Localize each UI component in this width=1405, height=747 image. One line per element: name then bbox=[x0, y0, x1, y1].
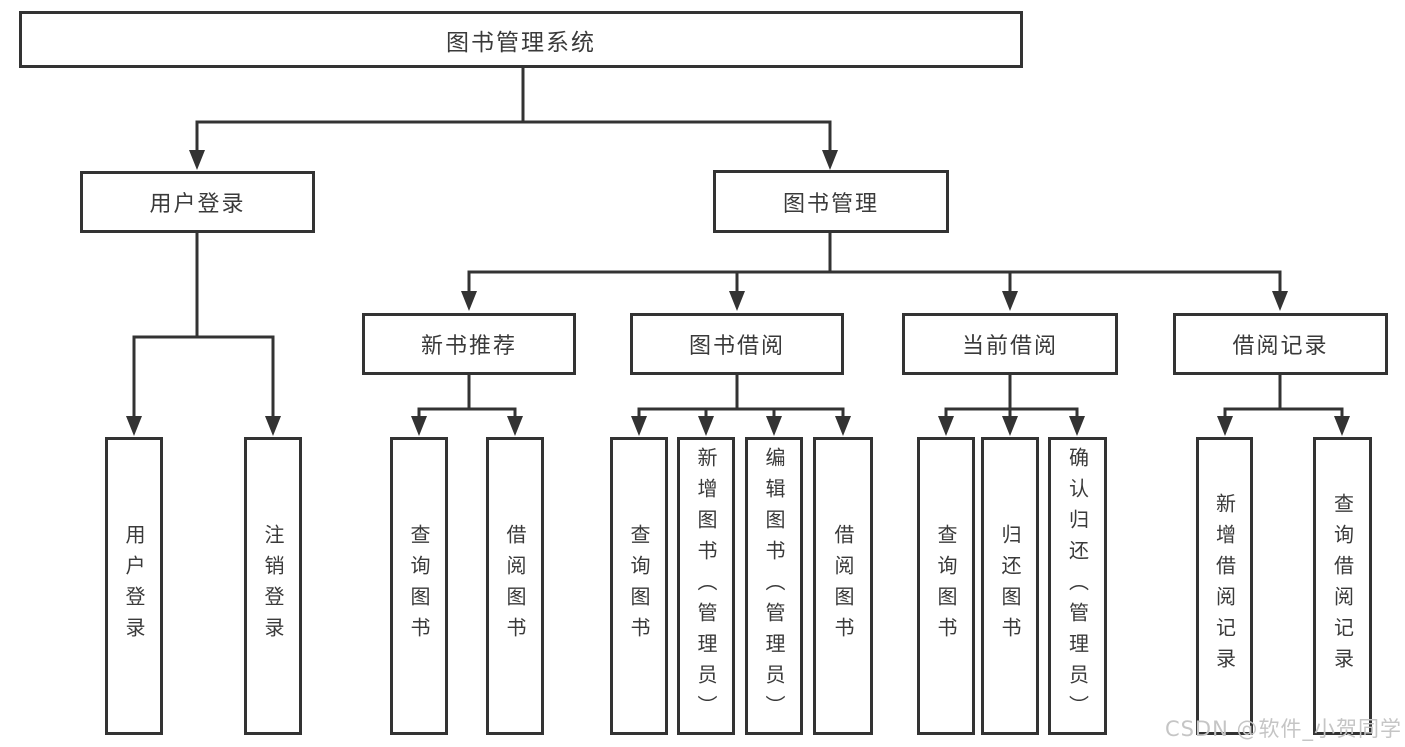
leaf-logout: 注销登录 bbox=[244, 437, 302, 735]
leaf-borrow-books-recommend: 借阅图书 bbox=[486, 437, 544, 735]
node-label: 当前借阅 bbox=[961, 334, 1058, 359]
node-label: 查询借阅记录 bbox=[1330, 493, 1355, 679]
node-label: 编辑图书（管理员） bbox=[762, 446, 786, 726]
node-label: 查询图书 bbox=[934, 524, 958, 648]
leaf-query-books-borrow: 查询图书 bbox=[610, 437, 668, 735]
node-user-login: 用户登录 bbox=[80, 171, 315, 233]
node-label: 图书借阅 bbox=[688, 334, 785, 359]
node-book-management: 图书管理 bbox=[713, 170, 949, 233]
leaf-confirm-return-admin: 确认归还（管理员） bbox=[1048, 437, 1107, 735]
leaf-add-borrow-record: 新增借阅记录 bbox=[1196, 437, 1253, 735]
leaf-user-login: 用户登录 bbox=[105, 437, 163, 735]
node-book-borrowing: 图书借阅 bbox=[630, 313, 844, 375]
node-label: 用户登录 bbox=[149, 192, 246, 217]
node-label: 借阅图书 bbox=[503, 524, 527, 648]
node-label: 确认归还（管理员） bbox=[1065, 446, 1090, 726]
leaf-return-books: 归还图书 bbox=[981, 437, 1039, 735]
node-label: 用户登录 bbox=[122, 524, 146, 648]
node-label: 查询图书 bbox=[627, 524, 651, 648]
node-label: 图书管理系统 bbox=[446, 29, 596, 56]
node-new-book-recommend: 新书推荐 bbox=[362, 313, 576, 375]
leaf-query-books-current: 查询图书 bbox=[917, 437, 975, 735]
node-library-management-system: 图书管理系统 bbox=[19, 11, 1023, 68]
leaf-query-borrow-record: 查询借阅记录 bbox=[1313, 437, 1372, 735]
node-current-borrowing: 当前借阅 bbox=[902, 313, 1118, 375]
node-label: 借阅记录 bbox=[1232, 334, 1329, 359]
leaf-borrow-books: 借阅图书 bbox=[813, 437, 873, 735]
node-borrowing-records: 借阅记录 bbox=[1173, 313, 1388, 375]
node-label: 查询图书 bbox=[407, 524, 431, 648]
node-label: 新书推荐 bbox=[420, 334, 517, 359]
node-label: 归还图书 bbox=[998, 524, 1022, 648]
node-label: 新增借阅记录 bbox=[1212, 493, 1237, 679]
node-label: 借阅图书 bbox=[831, 524, 855, 648]
node-label: 图书管理 bbox=[782, 191, 879, 217]
leaf-edit-books-admin: 编辑图书（管理员） bbox=[745, 437, 803, 735]
csdn-watermark: CSDN @软件_小贺同学 bbox=[1164, 717, 1402, 741]
leaf-query-books-recommend: 查询图书 bbox=[390, 437, 448, 735]
node-label: 注销登录 bbox=[261, 524, 285, 648]
leaf-add-books-admin: 新增图书（管理员） bbox=[677, 437, 735, 735]
node-label: 新增图书（管理员） bbox=[694, 446, 718, 726]
